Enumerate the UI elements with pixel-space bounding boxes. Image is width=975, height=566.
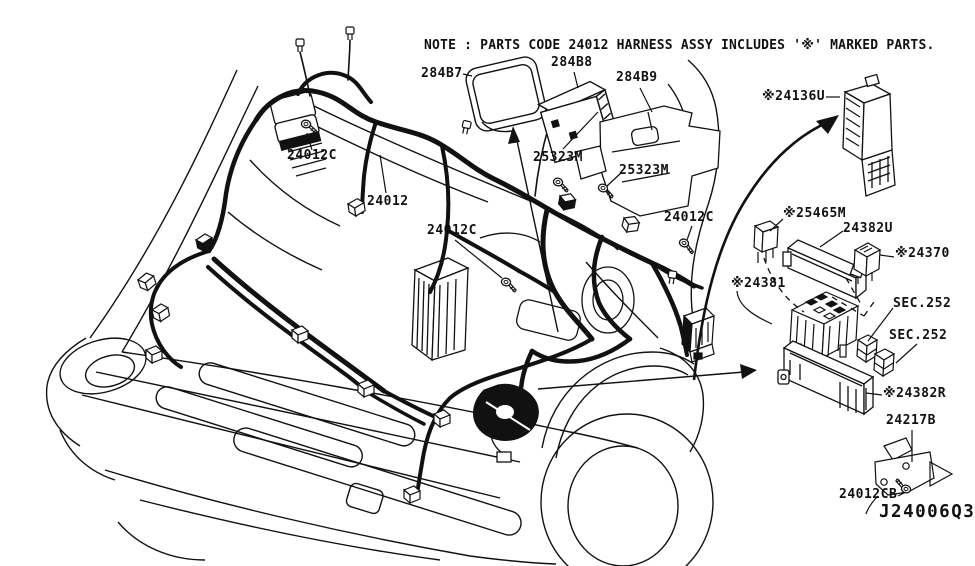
module-284b7 <box>465 56 547 133</box>
label-284b7: 284B7 <box>421 66 463 81</box>
car-body-outline <box>45 59 720 565</box>
compressor-blob <box>473 383 539 441</box>
label-24136u: ※24136U <box>762 89 826 104</box>
label-sec252-a: SEC.252 <box>893 296 952 311</box>
label-25323m-a: 25323M <box>533 150 583 165</box>
headlight <box>59 337 147 395</box>
label-25465m: ※25465M <box>783 206 847 221</box>
sensor-25465m <box>753 220 780 263</box>
label-24381: ※24381 <box>731 276 786 291</box>
label-24012: 24012 <box>367 194 409 209</box>
label-24370: ※24370 <box>895 246 950 261</box>
label-24217b: 24217B <box>886 413 936 428</box>
relay-sec252-a <box>856 334 879 364</box>
label-284b9: 284B9 <box>616 70 658 85</box>
grille-and-bumper <box>155 362 522 536</box>
label-sec252-b: SEC.252 <box>889 328 948 343</box>
label-24012cb: 24012CB <box>839 487 898 502</box>
bracket-24217b <box>865 437 954 515</box>
housing-24382r <box>777 340 875 416</box>
leader-lines <box>306 71 918 497</box>
relay-24370 <box>853 242 882 284</box>
label-24012c-b: 24012C <box>427 223 477 238</box>
label-24382r: ※24382R <box>883 386 947 401</box>
wire-harness <box>148 39 704 496</box>
label-25323m-b: 25323M <box>619 163 669 178</box>
note-text: NOTE : PARTS CODE 24012 HARNESS ASSY INC… <box>424 38 935 53</box>
diagram-id: J24006Q3 <box>879 502 975 522</box>
fusebox-connector <box>681 307 716 363</box>
relay-24136u <box>842 73 896 197</box>
arrow-to-modules <box>508 126 559 333</box>
arrow-to-fusebox-group <box>537 364 757 390</box>
label-24012c-a: 24012C <box>287 148 337 163</box>
label-24012c-c: 24012C <box>664 210 714 225</box>
arrow-to-relay-24136u <box>692 115 839 381</box>
label-284b8: 284B8 <box>551 55 593 70</box>
front-wheel <box>540 351 714 566</box>
relay-sec252-b <box>873 348 896 378</box>
label-24382u: 24382U <box>843 221 893 236</box>
dashed-assembly-lines <box>763 257 877 317</box>
